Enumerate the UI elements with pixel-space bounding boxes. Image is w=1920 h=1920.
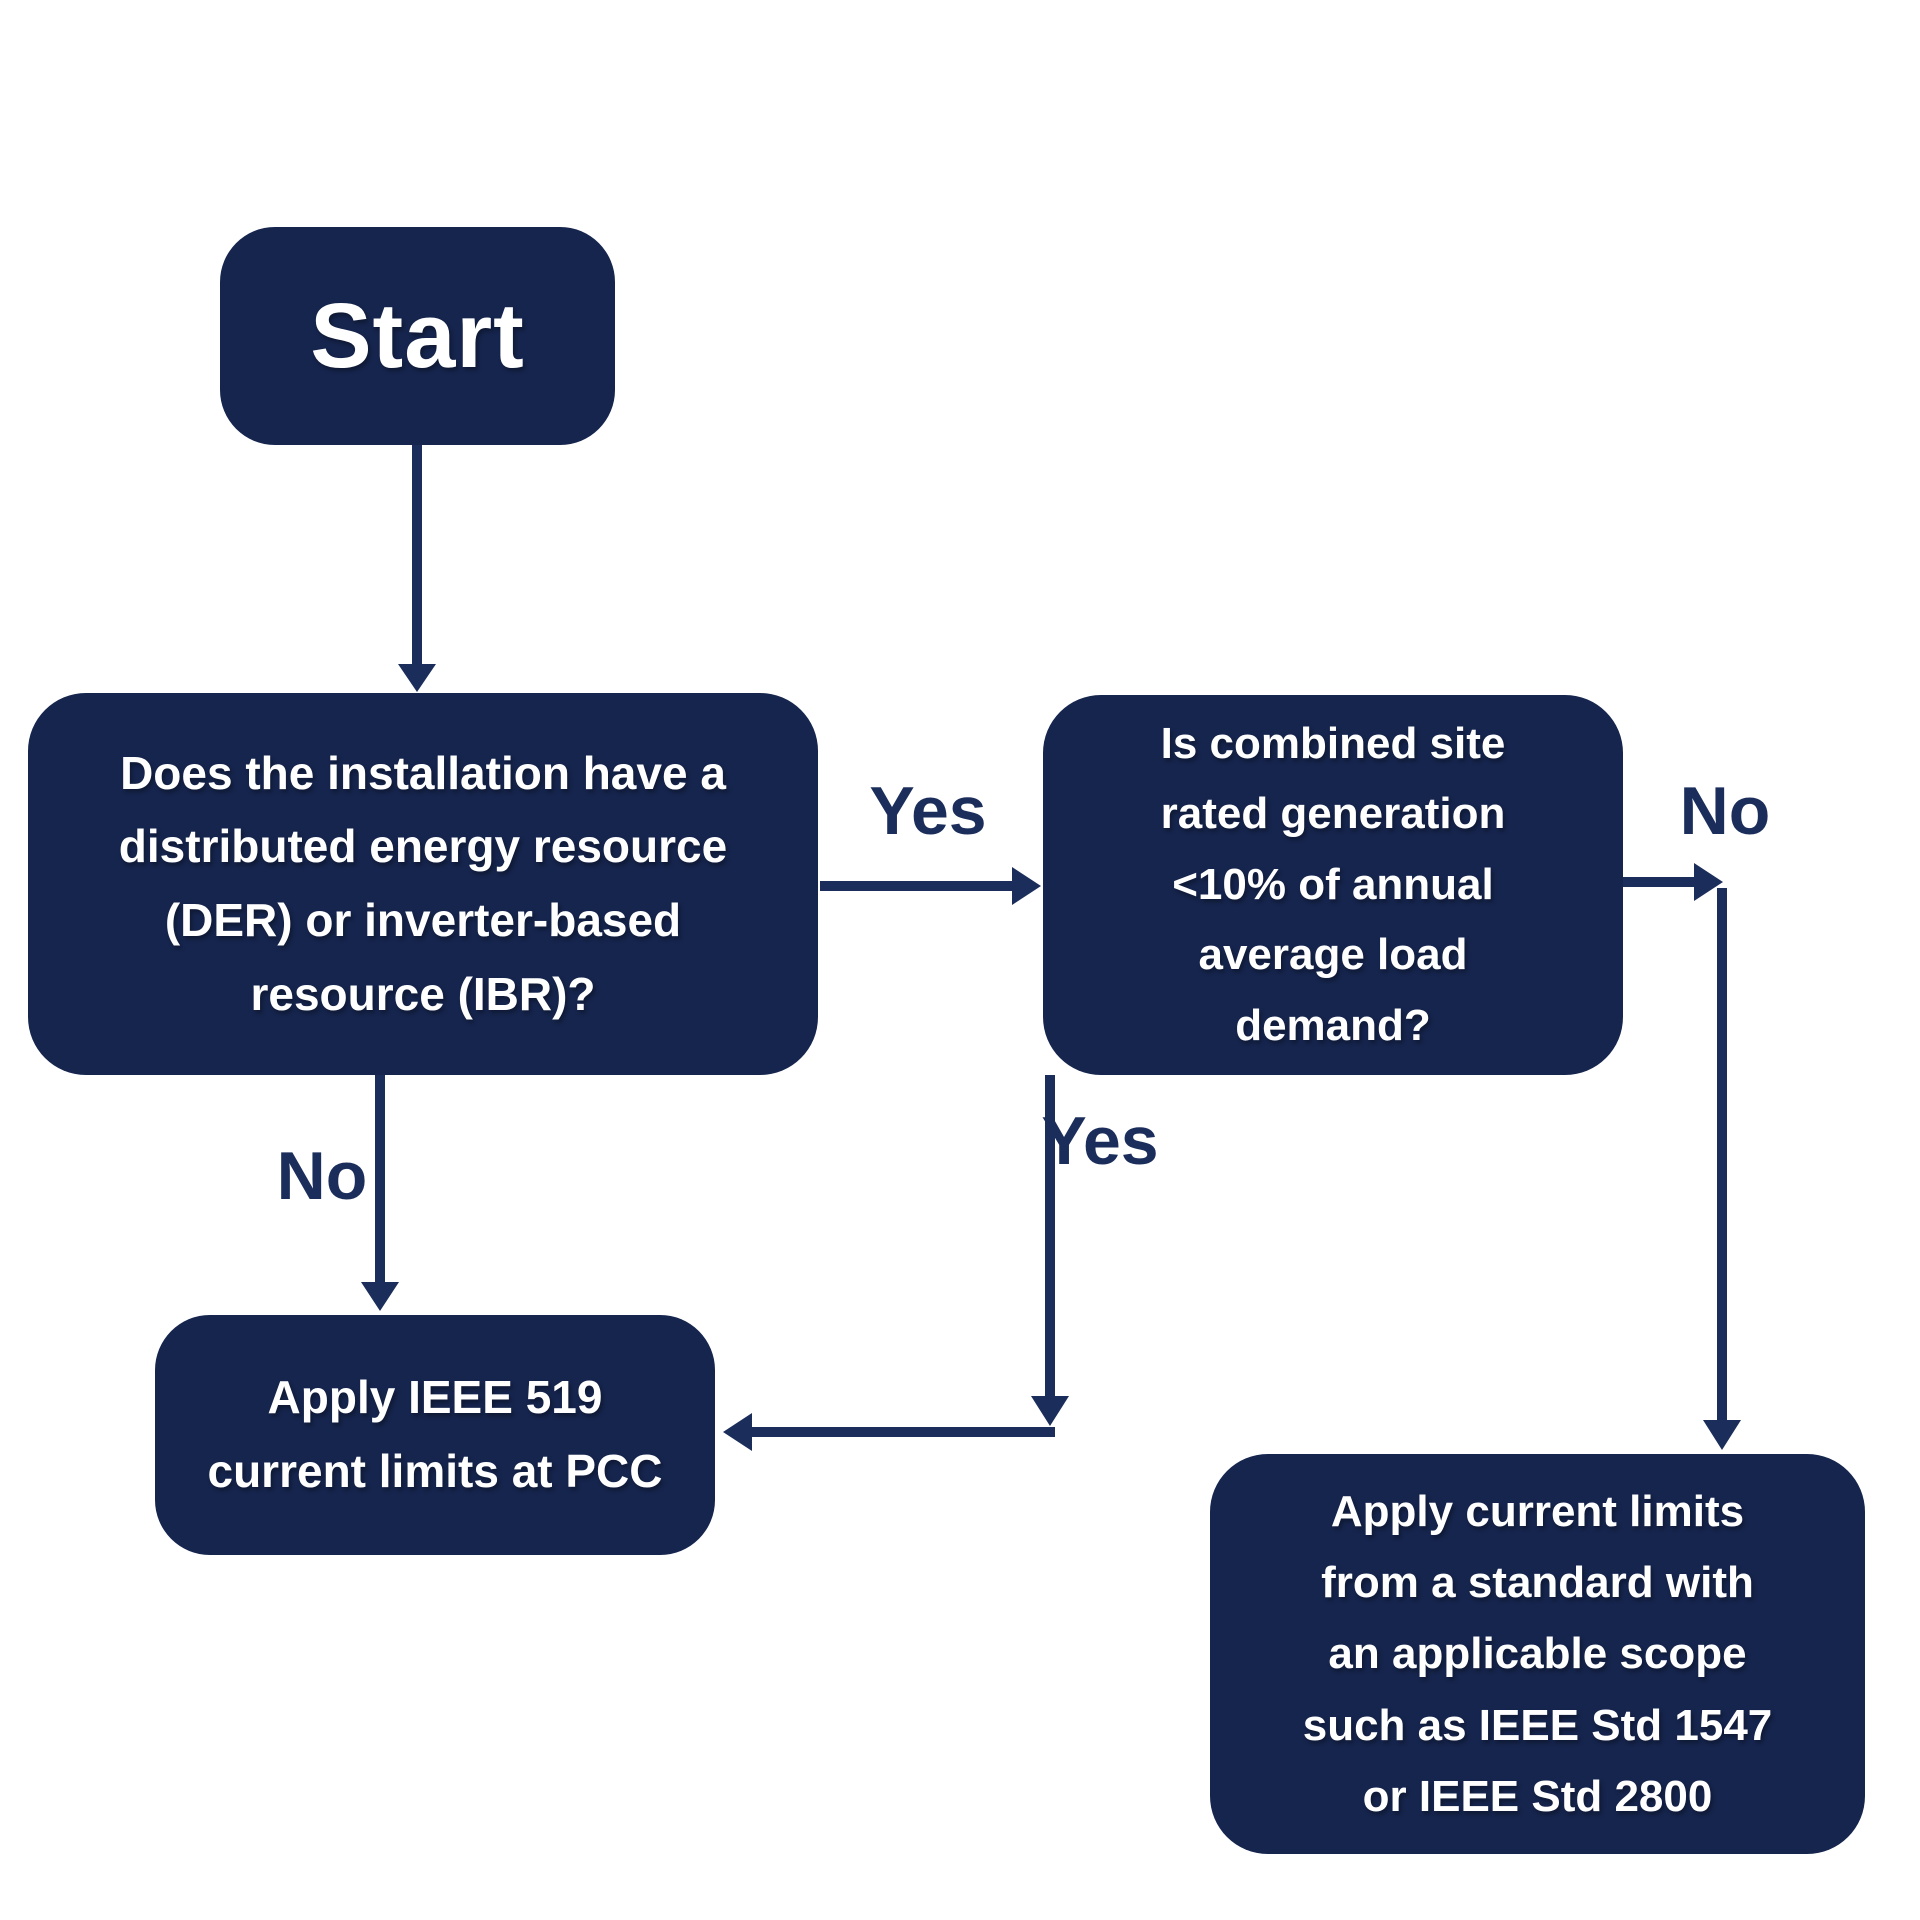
q2-no-edge-label: No [1679,773,1771,849]
q1-no-edge-label: No [276,1138,368,1214]
q1-yes-edge-label: Yes [869,773,987,849]
decision-der-ibr-node: Does the installation have a distributed… [28,693,818,1075]
decision-generation-share-node: Is combined site rated generation <10% o… [1043,695,1623,1075]
outcome-other-standard-node: Apply current limits from a standard wit… [1210,1454,1865,1854]
start-node: Start [220,227,615,445]
arrow-start-to-q1 [398,445,436,692]
arrow-q1-yes [820,867,1041,905]
arrow-q2-no [1623,863,1741,1450]
outcome-ieee519-node: Apply IEEE 519 current limits at PCC [155,1315,715,1555]
q2-yes-edge-label: Yes [1041,1103,1159,1179]
arrow-q1-no [361,1075,399,1311]
arrow-q2-yes [723,1075,1069,1451]
